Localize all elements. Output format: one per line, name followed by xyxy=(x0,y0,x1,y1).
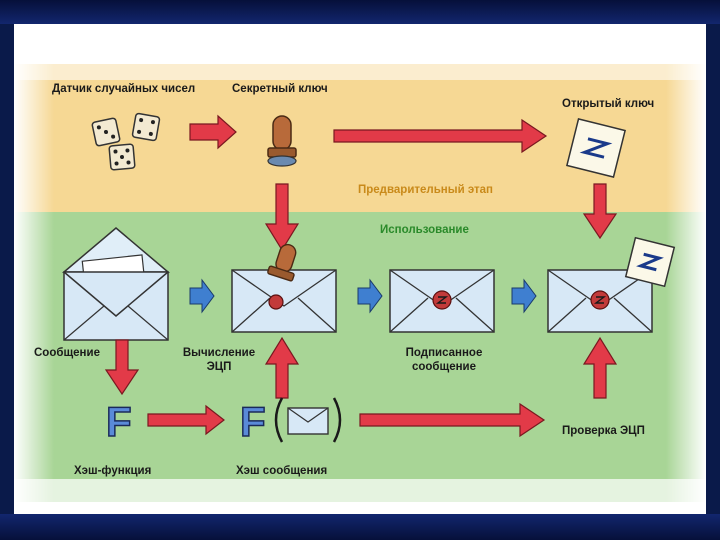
label-signed-msg: Подписанное сообщение xyxy=(394,346,494,374)
slide-frame-bottom xyxy=(0,514,720,540)
diagram-slide: F F Датчик случайных чисел Секретный клю… xyxy=(14,24,706,514)
label-compute-sig: Вычисление ЭЦП xyxy=(174,346,264,374)
arrow-secret-to-public xyxy=(333,118,548,154)
envelope-icon xyxy=(61,227,171,341)
arrow-hash-to-hashmsg xyxy=(147,404,225,436)
arrow-hash-to-compute xyxy=(264,336,300,399)
seal-icon xyxy=(268,294,284,310)
envelope-icon xyxy=(231,269,337,333)
arrow-to-verify-up xyxy=(582,336,618,399)
envelope-icon xyxy=(287,407,329,435)
stage-prelim: Предварительный этап xyxy=(358,184,494,196)
stamp-icon xyxy=(267,243,297,282)
label-compute-sig-line1: Вычисление xyxy=(182,347,256,359)
label-rng: Датчик случайных чисел xyxy=(52,83,196,95)
slide-frame-top xyxy=(0,0,720,24)
label-hash-msg: Хэш сообщения xyxy=(236,465,328,477)
arrow-dice-to-stamp xyxy=(189,114,237,150)
stage-usage: Использование xyxy=(380,224,469,236)
envelope-icon xyxy=(389,269,495,333)
arrow-stamp-down xyxy=(264,183,300,252)
arrow-message-to-compute xyxy=(189,278,215,314)
label-secret-key: Секретный ключ xyxy=(232,83,328,95)
label-public-key: Открытый ключ xyxy=(562,98,655,110)
label-signed-msg-line1: Подписанное xyxy=(405,347,483,359)
label-compute-sig-line2: ЭЦП xyxy=(206,361,232,373)
label-verify: Проверка ЭЦП xyxy=(562,425,645,437)
dice-icon xyxy=(91,112,161,171)
paren-right xyxy=(332,397,342,443)
arrow-public-down xyxy=(582,183,618,240)
arrow-hashmsg-to-verify xyxy=(359,402,546,438)
key-card-icon xyxy=(624,236,676,288)
arrow-compute-to-signed xyxy=(357,278,383,314)
label-hash-func: Хэш-функция xyxy=(74,465,152,477)
diagram-canvas: F F xyxy=(14,54,706,514)
stamp-icon xyxy=(267,115,297,167)
label-signed-msg-line2: сообщение xyxy=(411,361,477,373)
arrow-signed-to-verify xyxy=(511,278,537,314)
key-card-icon xyxy=(565,117,627,179)
paren-left xyxy=(274,397,284,443)
envelope-icon xyxy=(547,269,653,333)
arrow-message-to-hash xyxy=(104,339,140,396)
hash-function-icon: F xyxy=(106,398,132,445)
hash-function-icon: F xyxy=(240,398,266,445)
label-message: Сообщение xyxy=(34,347,100,359)
